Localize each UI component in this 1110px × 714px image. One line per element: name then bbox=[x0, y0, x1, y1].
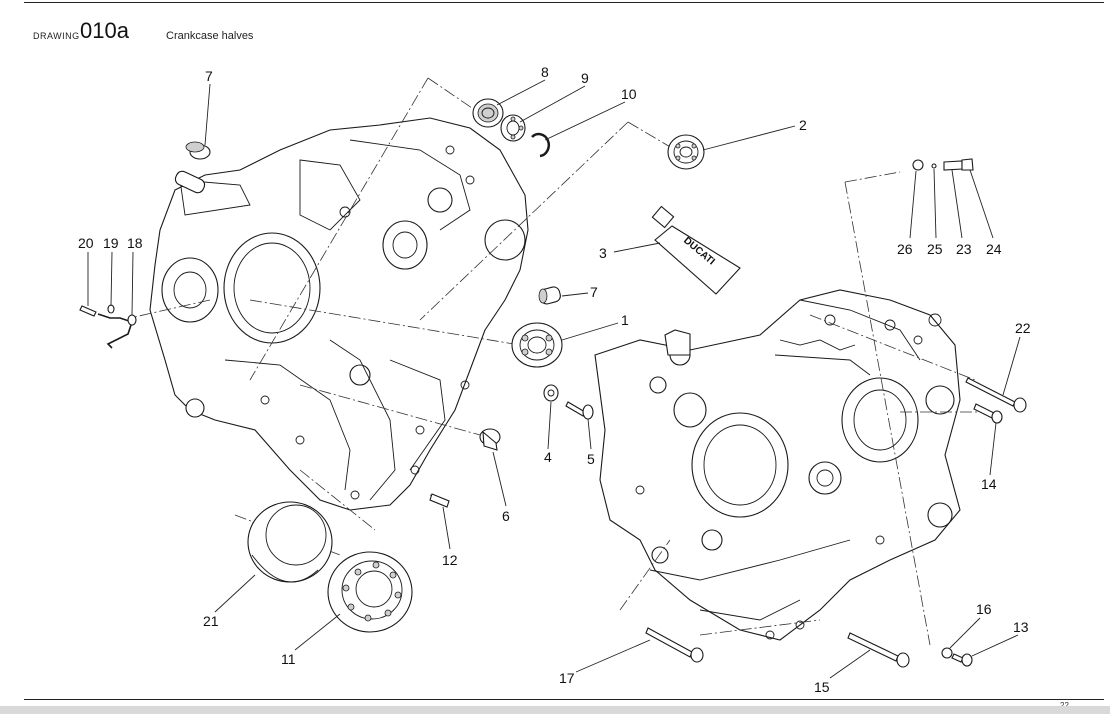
plug-6 bbox=[479, 428, 501, 451]
callout-1: 1 bbox=[621, 312, 629, 328]
sleeve-21 bbox=[247, 501, 333, 583]
bolt-15 bbox=[847, 632, 910, 668]
callout-7-top: 7 bbox=[205, 68, 213, 84]
stud-12 bbox=[429, 493, 450, 508]
callout-5: 5 bbox=[587, 451, 595, 467]
callout-2: 2 bbox=[799, 117, 807, 133]
callout-23: 23 bbox=[956, 241, 972, 257]
drawing-title: Crankcase halves bbox=[166, 30, 254, 42]
bushing-7-top bbox=[185, 141, 211, 160]
callout-15: 15 bbox=[814, 679, 830, 695]
bottom-rule bbox=[24, 699, 1104, 700]
callout-3: 3 bbox=[599, 245, 607, 261]
circlip-10 bbox=[531, 132, 551, 158]
bearing-1 bbox=[511, 322, 563, 368]
right-crankcase-half bbox=[594, 289, 961, 641]
bottom-strip bbox=[0, 706, 1110, 714]
lever-assembly-18-20 bbox=[79, 304, 137, 349]
seal-8 bbox=[472, 98, 504, 128]
sealant-tube-3: DUCATI bbox=[651, 205, 741, 295]
washer-16-screw-13 bbox=[941, 647, 973, 667]
drawing-label: DRAWING bbox=[33, 31, 80, 41]
callout-22: 22 bbox=[1015, 320, 1031, 336]
bolt-14 bbox=[973, 403, 1003, 424]
callout-numbers: 7 8 9 10 2 3 7 1 4 5 6 12 21 11 20 19 18… bbox=[78, 64, 1031, 695]
callout-20: 20 bbox=[78, 235, 94, 251]
washer-4 bbox=[543, 384, 559, 402]
callout-4: 4 bbox=[544, 449, 552, 465]
page-number: 22 bbox=[1060, 701, 1069, 710]
callout-7-right: 7 bbox=[590, 284, 598, 300]
callout-6: 6 bbox=[502, 508, 510, 524]
callout-9: 9 bbox=[581, 70, 589, 86]
callout-21: 21 bbox=[203, 613, 219, 629]
callout-12: 12 bbox=[442, 552, 458, 568]
oil-jet-23-26 bbox=[912, 158, 974, 171]
bearing-11 bbox=[327, 551, 413, 633]
top-rule bbox=[24, 2, 1104, 3]
callout-19: 19 bbox=[103, 235, 119, 251]
bolt-5 bbox=[565, 401, 594, 420]
callout-24: 24 bbox=[986, 241, 1002, 257]
callout-13: 13 bbox=[1013, 619, 1029, 635]
callout-16: 16 bbox=[976, 601, 992, 617]
callout-10: 10 bbox=[621, 86, 637, 102]
callout-25: 25 bbox=[927, 241, 943, 257]
bolt-17 bbox=[645, 627, 704, 663]
callout-14: 14 bbox=[981, 476, 997, 492]
bearing-9 bbox=[500, 114, 526, 142]
bearing-2 bbox=[667, 134, 705, 170]
callout-17: 17 bbox=[559, 670, 575, 686]
callout-26: 26 bbox=[897, 241, 913, 257]
bushing-7-right bbox=[538, 286, 561, 305]
left-crankcase-half bbox=[149, 117, 529, 511]
drawing-code: 010a bbox=[80, 18, 129, 43]
callout-18: 18 bbox=[127, 235, 143, 251]
callout-11: 11 bbox=[281, 651, 296, 667]
leader-lines bbox=[87, 79, 1021, 679]
bolt-22 bbox=[965, 377, 1027, 413]
callout-8: 8 bbox=[541, 64, 549, 80]
